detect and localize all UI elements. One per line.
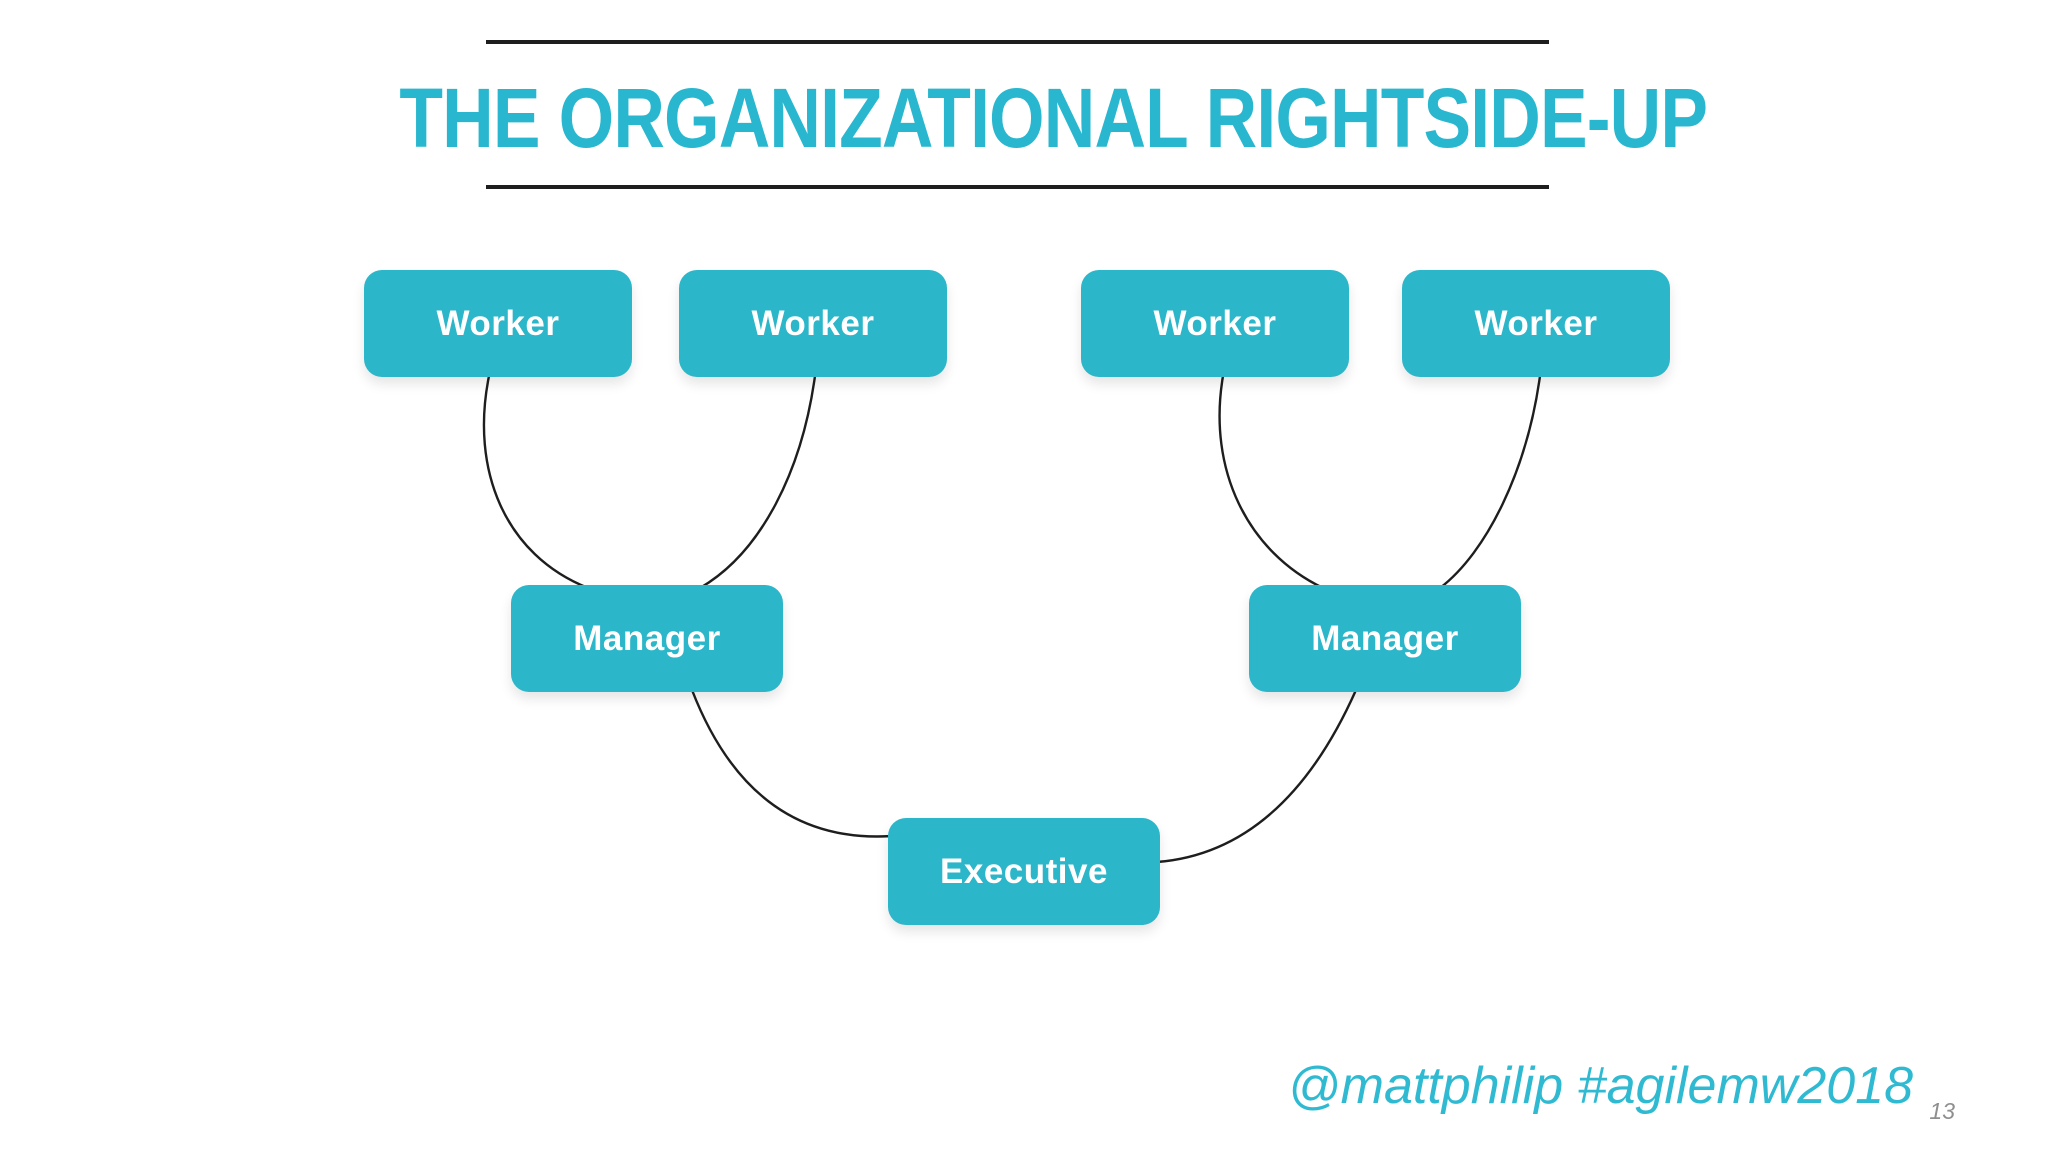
slide-footer-handle: @mattphilip #agilemw2018: [1287, 1057, 1913, 1115]
org-node-label: Worker: [436, 303, 560, 343]
edge-worker1-manager1: [482, 375, 589, 590]
edge-manager2-executive: [1156, 689, 1358, 864]
org-node-worker-4: Worker: [1402, 270, 1670, 377]
org-node-manager-1: Manager: [511, 585, 783, 692]
org-node-label: Manager: [1311, 618, 1459, 658]
slide-page-number: 13: [1929, 1098, 1955, 1124]
slide-title: THE ORGANIZATIONAL RIGHTSIDE-UP: [284, 76, 1754, 160]
org-node-worker-2: Worker: [679, 270, 947, 377]
slide-title-text: THE ORGANIZATIONAL RIGHTSIDE-UP: [399, 71, 1708, 165]
edge-worker3-manager2: [1218, 375, 1324, 590]
org-node-label: Worker: [1153, 303, 1277, 343]
edge-worker4-manager2: [1439, 375, 1542, 589]
edge-worker2-manager1: [699, 375, 817, 590]
org-node-label: Manager: [573, 618, 721, 658]
org-node-label: Worker: [1474, 303, 1598, 343]
org-node-label: Executive: [940, 851, 1108, 891]
org-node-worker-3: Worker: [1081, 270, 1349, 377]
org-node-executive: Executive: [888, 818, 1160, 925]
edge-manager1-executive: [690, 689, 893, 838]
title-overline: [486, 40, 1549, 44]
org-node-label: Worker: [751, 303, 875, 343]
org-node-manager-2: Manager: [1249, 585, 1521, 692]
org-node-worker-1: Worker: [364, 270, 632, 377]
title-underline: [486, 185, 1549, 189]
